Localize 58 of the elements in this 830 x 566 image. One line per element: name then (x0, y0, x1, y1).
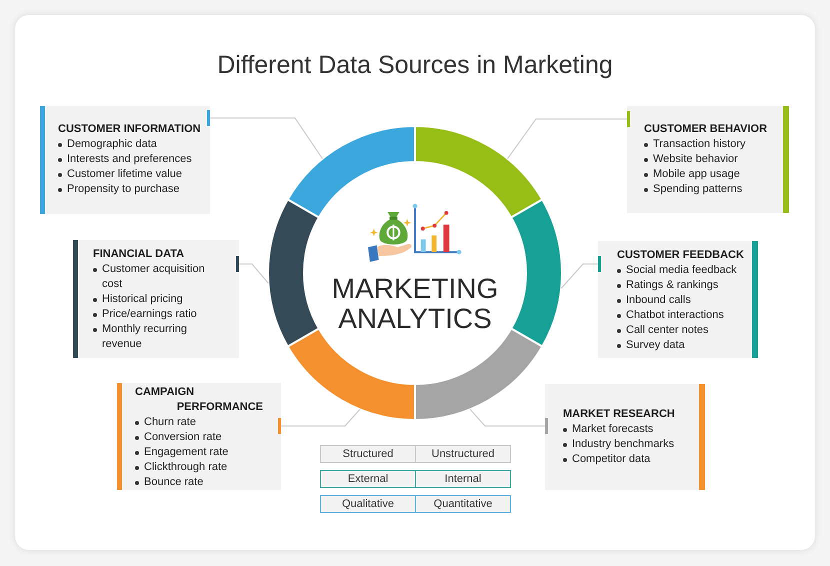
table-cell: Internal (415, 470, 511, 488)
bullet-text: Transaction history (653, 137, 746, 152)
box-heading: CAMPAIGN PERFORMANCE (135, 385, 263, 415)
ring-segment (510, 198, 563, 348)
ring-segment (267, 198, 320, 348)
ring-segment (286, 328, 416, 421)
box-heading: FINANCIAL DATA (93, 247, 184, 262)
ring-segment (414, 125, 544, 218)
leader-line (280, 408, 360, 426)
leader-line (507, 118, 628, 160)
box-heading: CUSTOMER BEHAVIOR (644, 122, 768, 137)
bullet-text: Propensity to purchase (67, 182, 180, 197)
table-cell: Structured (320, 445, 416, 463)
info-box (627, 106, 789, 213)
bullet-text: Monthly recurring revenue (102, 322, 188, 352)
bullet-text: Historical pricing (102, 292, 183, 307)
ring-segment (414, 328, 544, 421)
table-cell: Unstructured (415, 445, 511, 463)
bullet-text: Competitor data (572, 452, 650, 467)
bullet-text: Price/earnings ratio (102, 307, 197, 322)
leader-line (210, 118, 323, 160)
bullet-text: Website behavior (653, 152, 738, 167)
info-box (598, 241, 758, 358)
leader-line (238, 264, 269, 284)
table-cell: Qualitative (320, 495, 416, 513)
bullet-text: Survey data (626, 338, 685, 353)
box-heading: CUSTOMER INFORMATION (58, 122, 201, 137)
bullet-text: Inbound calls (626, 293, 691, 308)
info-box (117, 383, 281, 490)
bullet-text: Clickthrough rate (144, 460, 228, 475)
info-box (40, 106, 210, 214)
diagram-title: Different Data Sources in Marketing (217, 50, 613, 81)
table-cell: Quantitative (415, 495, 511, 513)
bullet-text: Engagement rate (144, 445, 228, 460)
bullet-text: Industry benchmarks (572, 437, 674, 452)
ring-segment (286, 125, 416, 218)
leader-line (470, 408, 546, 426)
table-cell: External (320, 470, 416, 488)
info-box (73, 240, 239, 358)
bullet-text: Interests and preferences (67, 152, 192, 167)
center-title: MARKETING ANALYTICS (330, 274, 500, 334)
bullet-text: Call center notes (626, 323, 709, 338)
bullet-text: Churn rate (144, 415, 196, 430)
bullet-text: Chatbot interactions (626, 308, 724, 323)
bullet-text: Bounce rate (144, 475, 204, 490)
box-heading: CUSTOMER FEEDBACK (617, 248, 744, 263)
bullet-text: Mobile app usage (653, 167, 740, 182)
box-heading: MARKET RESEARCH (563, 407, 675, 422)
bullet-text: Customer acquisition cost (102, 262, 206, 292)
bullet-text: Market forecasts (572, 422, 654, 437)
bullet-text: Spending patterns (653, 182, 742, 197)
bullet-text: Customer lifetime value (67, 167, 182, 182)
bullet-text: Social media feedback (626, 263, 737, 278)
info-box (545, 384, 705, 490)
bullet-text: Conversion rate (144, 430, 222, 445)
leader-line (560, 264, 598, 289)
bullet-text: Ratings & rankings (626, 278, 718, 293)
bullet-text: Demographic data (67, 137, 157, 152)
